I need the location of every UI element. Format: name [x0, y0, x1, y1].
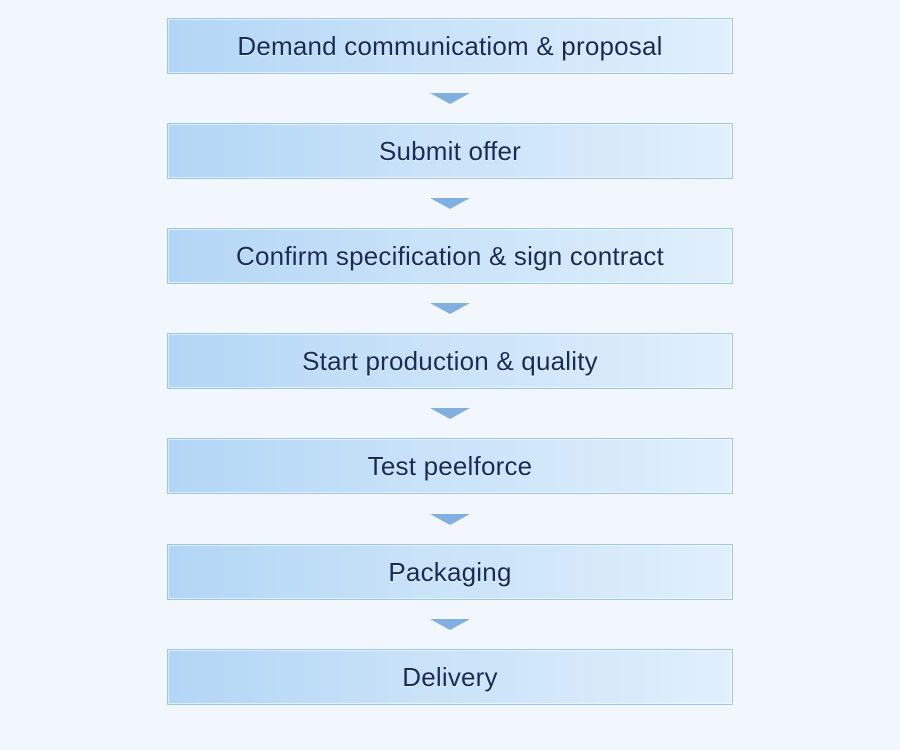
step-label: Confirm specification & sign contract [236, 240, 664, 271]
step-label: Test peelforce [367, 450, 533, 481]
step-label: Packaging [388, 556, 512, 587]
step-label: Submit offer [378, 135, 522, 166]
down-arrow-icon [430, 408, 470, 419]
step-label: Demand communicatiom & proposal [237, 30, 663, 61]
step-box: Confirm specification & sign contract [167, 228, 733, 284]
step-label: Delivery [402, 661, 498, 692]
step-box: Submit offer [167, 123, 733, 179]
step-box: Delivery [167, 649, 733, 705]
step-box: Packaging [167, 544, 733, 600]
step-box: Test peelforce [167, 438, 733, 494]
step-box: Demand communicatiom & proposal [167, 18, 733, 74]
step-label: Start production & quality [302, 345, 598, 376]
down-arrow-icon [430, 198, 470, 209]
down-arrow-icon [430, 303, 470, 314]
down-arrow-icon [430, 514, 470, 525]
down-arrow-icon [430, 619, 470, 630]
step-box: Start production & quality [167, 333, 733, 389]
down-arrow-icon [430, 93, 470, 104]
